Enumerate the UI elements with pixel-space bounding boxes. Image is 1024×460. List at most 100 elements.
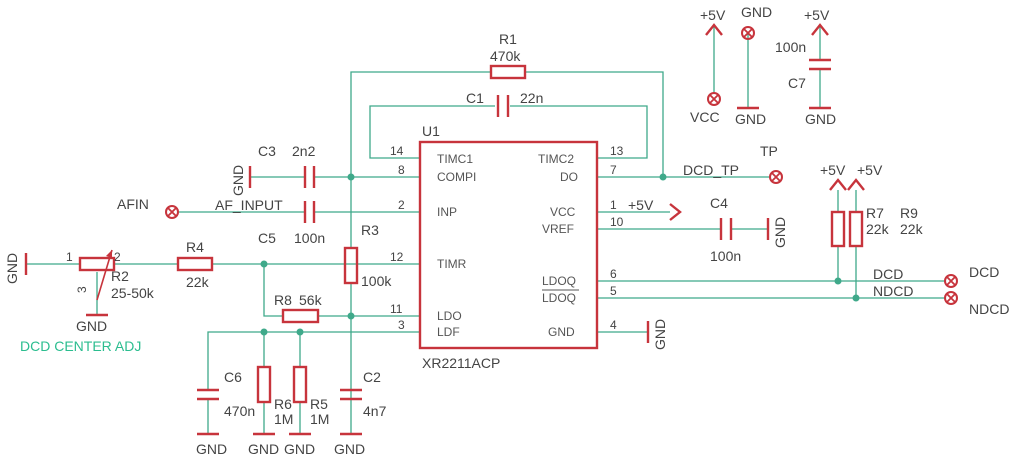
- capacitor-plates: [496, 95, 510, 117]
- resistor-r4[interactable]: R4 22k: [176, 239, 214, 290]
- resistor-r8[interactable]: R8 56k: [274, 292, 323, 324]
- resistor-r7[interactable]: R7 22k: [830, 205, 890, 248]
- pin-number: 10: [610, 215, 624, 229]
- net-label: VCC: [690, 109, 720, 125]
- arrow-up-icon: [811, 23, 829, 36]
- ground-symbol: GND: [4, 253, 28, 284]
- ground-symbol: GND: [766, 217, 788, 248]
- ref-label: R2: [111, 268, 129, 284]
- arrow-up-icon: [829, 178, 865, 191]
- pad-tp[interactable]: TP: [760, 143, 783, 184]
- junction-dot: [659, 173, 667, 181]
- ground-symbol: GND: [76, 313, 108, 334]
- junction-dot: [852, 294, 860, 302]
- capacitor-plates: [719, 218, 733, 240]
- value-label: 4n7: [363, 403, 387, 419]
- ic-u1[interactable]: U1 XR2211ACP 14 TIMC1 8 COMPI 2 INP 12 T…: [390, 123, 624, 371]
- pin-number: 8: [398, 163, 405, 177]
- net-label: GND: [735, 111, 766, 127]
- pin-name: TIMC2: [538, 152, 574, 166]
- value-label: 22k: [900, 221, 924, 237]
- pin-number: 1: [66, 250, 73, 264]
- capacitor-plates: [303, 201, 316, 223]
- ground-symbol: GND: [230, 165, 252, 196]
- power-5v-symbol: +5V: [700, 7, 726, 36]
- capacitor-c2[interactable]: C2 4n7: [340, 369, 387, 419]
- net-label-ndcd: NDCD: [873, 283, 913, 299]
- resistor-r3[interactable]: R3 100k: [343, 222, 392, 289]
- net-label: GND: [805, 111, 836, 127]
- net-label: +5V: [628, 197, 654, 213]
- ref-label: C3: [258, 143, 276, 159]
- pad-ndcd[interactable]: NDCD: [944, 291, 1009, 317]
- capacitor-c6[interactable]: C6 470n: [197, 369, 255, 419]
- pin-number: 14: [390, 144, 404, 158]
- capacitor-c7[interactable]: 100n C7: [775, 39, 831, 91]
- resistor-body: [848, 210, 864, 248]
- value-label: 56k: [299, 292, 323, 308]
- ground-symbol: GND: [735, 106, 766, 127]
- value-label: 22n: [520, 90, 543, 106]
- capacitor-plates: [303, 166, 316, 188]
- junction-dot: [260, 328, 268, 336]
- ref-label: C2: [363, 369, 381, 385]
- ref-label: R9: [900, 205, 918, 221]
- power-5v-symbol: +5V: [804, 7, 830, 36]
- ground-symbol: GND: [196, 432, 227, 457]
- net-label: +5V: [857, 162, 883, 178]
- arrow-head-icon: [106, 250, 112, 258]
- potentiometer-r2[interactable]: 1 2 3 R2 25-50k: [66, 249, 155, 301]
- net-label: GND: [772, 217, 788, 248]
- resistor-r5[interactable]: R5 1M: [292, 365, 329, 427]
- resistor-r1[interactable]: R1 470k: [489, 31, 527, 80]
- ground-symbol: GND: [805, 106, 836, 127]
- pad-afin[interactable]: AFIN: [117, 196, 179, 219]
- pad-dcd[interactable]: DCD: [944, 264, 999, 288]
- pin-number: 12: [390, 250, 404, 264]
- wires: [26, 27, 945, 434]
- pin-number: 4: [610, 318, 617, 332]
- value-label: 100n: [710, 248, 741, 264]
- capacitor-c4[interactable]: C4 100n: [710, 195, 741, 264]
- ground-symbol: GND: [646, 319, 668, 350]
- net-label: AFIN: [117, 196, 149, 212]
- capacitor-c3[interactable]: C3 2n2: [258, 143, 316, 188]
- pad-cross-icon: [946, 276, 956, 286]
- value-label: 2n2: [292, 143, 316, 159]
- pin-name: COMPI: [437, 170, 476, 184]
- ref-label: C6: [224, 369, 242, 385]
- value-label: 470k: [490, 48, 521, 64]
- capacitor-c1[interactable]: C1 22n: [466, 90, 543, 117]
- junction-dot: [260, 260, 268, 268]
- net-label-dcd-tp: DCD_TP: [683, 162, 739, 178]
- value-label: 100n: [294, 230, 325, 246]
- ground-symbol: GND: [284, 432, 315, 457]
- pin-number: 1: [610, 198, 617, 212]
- pad-gnd[interactable]: [741, 26, 755, 40]
- net-label: +5V: [804, 7, 830, 23]
- net-label: +5V: [700, 7, 726, 23]
- pad-cross-icon: [771, 172, 781, 182]
- net-label: GND: [230, 165, 246, 196]
- ic-part: XR2211ACP: [422, 355, 500, 371]
- value-label: 1M: [274, 411, 293, 427]
- net-label: GND: [652, 319, 668, 350]
- ic-ref: U1: [422, 123, 440, 139]
- ic-body: [418, 140, 599, 350]
- ground-symbol: GND: [248, 432, 279, 457]
- arrow-right-icon: [669, 203, 682, 221]
- pin-name-overbar: LDOQ: [542, 291, 576, 305]
- pin-name: INP: [437, 205, 457, 219]
- resistor-r9[interactable]: R9 22k: [848, 205, 924, 248]
- resistor-body: [78, 256, 116, 272]
- pad-vcc[interactable]: VCC: [690, 92, 721, 125]
- pin-name: VCC: [550, 205, 576, 219]
- pin-name: LDOQ: [542, 274, 576, 288]
- resistor-body: [176, 256, 214, 272]
- net-label: GND: [284, 441, 315, 457]
- net-label-af-input: AF_INPUT: [215, 197, 283, 213]
- capacitor-c5[interactable]: C5 100n: [258, 201, 325, 246]
- junction-dot: [834, 277, 842, 285]
- ref-label: R8: [274, 292, 292, 308]
- resistor-r6[interactable]: R6 1M: [256, 365, 293, 427]
